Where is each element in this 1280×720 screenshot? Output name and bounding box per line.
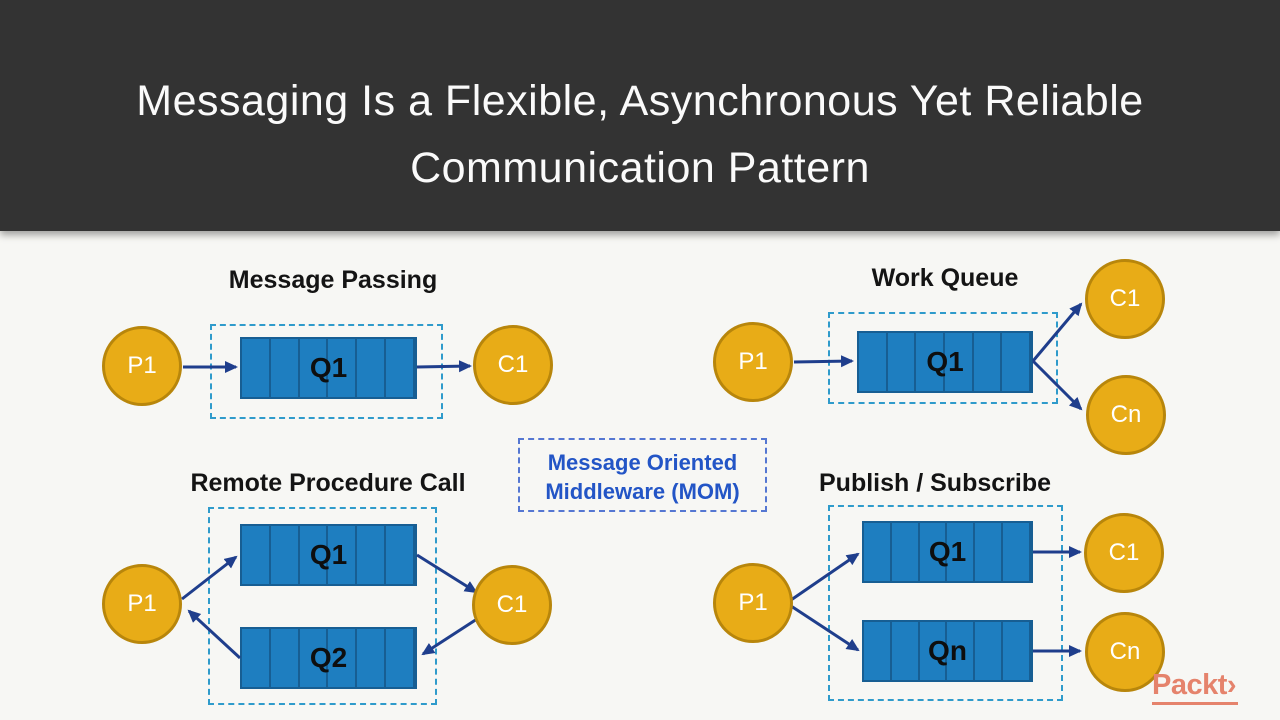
queue-cell [975,523,1004,581]
work-queue-queue: Q1 [857,331,1033,393]
mom-box: Message Oriented Middleware (MOM) [518,438,767,512]
queue-cell [974,333,1003,391]
queue-cell [300,526,329,584]
queue-cell [920,523,948,581]
queue-label: Q1 [309,352,348,383]
queue-cell [892,523,920,581]
work-queue-consumer-n-node: Cn [1086,375,1166,455]
packt-logo: Packt› [1152,669,1239,705]
queue-cell [888,333,917,391]
slide-title: Messaging Is a Flexible, Asynchronous Ye… [0,68,1280,202]
work-queue-producer-node: P1 [713,322,793,402]
message-passing-consumer-node: C1 [473,325,553,405]
mom-box-line-2: Middleware (MOM) [545,479,740,504]
queue-cell [386,629,415,687]
queue-cell [271,526,300,584]
queue-cell [271,339,300,397]
queue-cell [864,523,892,581]
queue-cell [920,622,948,680]
queue-label: Qn [928,635,967,666]
queue-cell [242,339,271,397]
queue-cell [300,629,329,687]
work-queue-title: Work Queue [871,264,1019,292]
pub-sub-title: Publish / Subscribe [819,469,1051,497]
queue-cell [975,622,1004,680]
pub-sub-queue-1: Q1 [862,521,1033,583]
packt-logo-text: Packt [1152,669,1227,701]
queue-cell [328,339,358,397]
rpc-title: Remote Procedure Call [190,469,466,497]
queue-cell [386,526,415,584]
pub-sub-consumer-n-node: Cn [1085,612,1165,692]
queue-cell [859,333,888,391]
rpc-request-queue: Q1 [240,524,417,586]
queue-cell [271,629,300,687]
queue-cell [386,339,415,397]
slide-title-line-2: Communication Pattern [410,144,870,192]
slide-title-line-1: Messaging Is a Flexible, Asynchronous Ye… [136,77,1144,125]
queue-label: Q1 [309,539,348,570]
queue-cell [945,333,974,391]
queue-cell [328,526,358,584]
mom-box-line-1: Message Oriented [547,450,738,475]
queue-cell [916,333,946,391]
queue-cell [947,622,976,680]
work-queue-consumer-1-node: C1 [1085,259,1165,339]
queue-cell [357,339,387,397]
queue-cell [1002,333,1032,391]
queue-cell [300,339,329,397]
queue-cell [242,629,271,687]
queue-label: Q1 [926,346,964,377]
pub-sub-producer-node: P1 [713,563,793,643]
message-passing-producer-node: P1 [102,326,182,406]
pub-sub-broker-box [828,505,1063,701]
queue-cell [357,526,387,584]
queue-cell [1003,523,1031,581]
pub-sub-queue-n: Qn [862,620,1033,682]
queue-label: Q1 [928,536,967,567]
queue-cell [1003,622,1031,680]
message-passing-title: Message Passing [228,266,438,294]
queue-cell [242,526,271,584]
queue-label: Q2 [309,642,348,673]
slide-header: Messaging Is a Flexible, Asynchronous Ye… [0,0,1280,231]
rpc-response-queue: Q2 [240,627,417,689]
rpc-broker-box [208,507,437,705]
message-passing-broker-box [210,324,443,419]
queue-cell [328,629,358,687]
queue-cell [864,622,892,680]
queue-cell [947,523,976,581]
rpc-producer-node: P1 [102,564,182,644]
queue-cell [357,629,387,687]
queue-cell [892,622,920,680]
pub-sub-consumer-1-node: C1 [1084,513,1164,593]
packt-logo-chevron-icon: › [1226,669,1237,701]
rpc-consumer-node: C1 [472,565,552,645]
message-passing-queue: Q1 [240,337,417,399]
